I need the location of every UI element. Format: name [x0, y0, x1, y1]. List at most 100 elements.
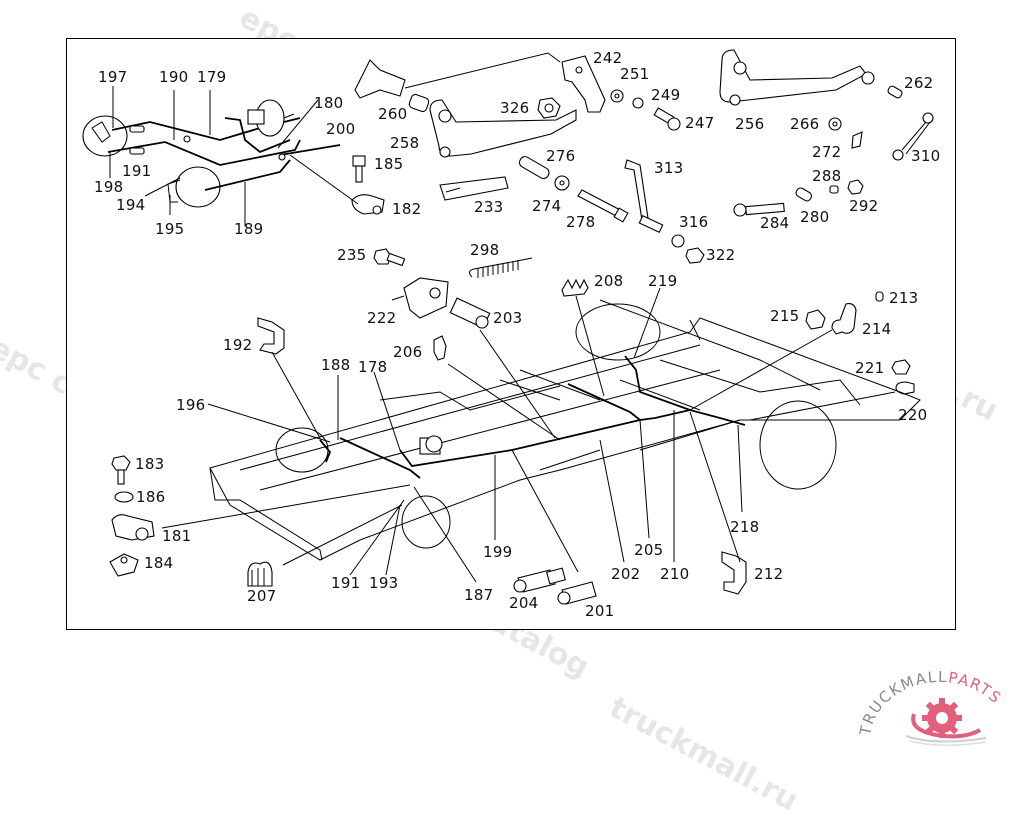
callout-205[interactable]: 205	[634, 541, 664, 559]
bolt-185	[352, 155, 366, 183]
callout-258[interactable]: 258	[390, 134, 420, 152]
callout-292[interactable]: 292	[849, 197, 879, 215]
bolt-284-pin-280-288-nut-292	[733, 179, 864, 217]
callout-207[interactable]: 207	[247, 587, 277, 605]
callout-266[interactable]: 266	[790, 115, 820, 133]
pin-276-washer-274-bolt-278	[518, 156, 629, 223]
callout-193[interactable]: 193	[369, 574, 399, 592]
bolt-235	[373, 248, 406, 267]
callout-187[interactable]: 187	[464, 586, 494, 604]
callout-262[interactable]: 262	[904, 74, 934, 92]
callout-276[interactable]: 276	[546, 147, 576, 165]
washers-251-249-247	[610, 89, 681, 131]
spring-298	[468, 257, 533, 278]
clip-207	[247, 561, 273, 587]
nut-184	[109, 553, 139, 577]
callout-316[interactable]: 316	[679, 213, 709, 231]
callout-196[interactable]: 196	[176, 396, 206, 414]
clip-208	[561, 278, 589, 297]
callout-191-bottom[interactable]: 191	[331, 574, 361, 592]
callout-313[interactable]: 313	[654, 159, 684, 177]
callout-278[interactable]: 278	[566, 213, 596, 231]
callout-210[interactable]: 210	[660, 565, 690, 583]
bracket-212	[721, 551, 747, 595]
callout-198[interactable]: 198	[94, 178, 124, 196]
leader-lines	[109, 86, 896, 583]
callout-185[interactable]: 185	[374, 155, 404, 173]
parts-drawing	[82, 49, 934, 605]
callout-180[interactable]: 180	[314, 94, 344, 112]
truckmallparts-logo: TRUCKMALLPARTS	[856, 668, 1005, 747]
callout-247[interactable]: 247	[685, 114, 715, 132]
callout-274[interactable]: 274	[532, 197, 562, 215]
link-310	[892, 112, 934, 161]
callout-288[interactable]: 288	[812, 167, 842, 185]
chassis-brake-lines	[319, 355, 746, 479]
pedal-bracket-260	[354, 52, 561, 113]
fittings-204-201	[513, 567, 597, 605]
callout-220[interactable]: 220	[898, 406, 928, 424]
callout-201[interactable]: 201	[585, 602, 615, 620]
callout-206[interactable]: 206	[393, 343, 423, 361]
callout-189[interactable]: 189	[234, 220, 264, 238]
callout-186[interactable]: 186	[136, 488, 166, 506]
callout-182[interactable]: 182	[392, 200, 422, 218]
rod-313	[624, 159, 705, 264]
brake-line-assembly-top-left	[82, 99, 341, 208]
callout-184[interactable]: 184	[144, 554, 174, 572]
callout-219[interactable]: 219	[648, 272, 678, 290]
callout-181[interactable]: 181	[162, 527, 192, 545]
callout-256[interactable]: 256	[735, 115, 765, 133]
chassis-frame	[209, 299, 921, 561]
fitting-203	[449, 297, 491, 329]
callout-208[interactable]: 208	[594, 272, 624, 290]
callout-197[interactable]: 197	[98, 68, 128, 86]
callout-298[interactable]: 298	[470, 241, 500, 259]
connector-181	[111, 514, 155, 541]
callout-214[interactable]: 214	[862, 320, 892, 338]
callout-233[interactable]: 233	[474, 198, 504, 216]
bracket-192	[257, 317, 285, 355]
callout-326[interactable]: 326	[500, 99, 530, 117]
bracket-242	[561, 55, 606, 113]
lever-256	[719, 49, 875, 106]
small-parts-262-266-272	[828, 85, 903, 149]
lever-258	[429, 99, 577, 158]
callout-280[interactable]: 280	[800, 208, 830, 226]
callout-242[interactable]: 242	[593, 49, 623, 67]
callout-179[interactable]: 179	[197, 68, 227, 86]
valve-222	[391, 277, 449, 319]
callout-215[interactable]: 215	[770, 307, 800, 325]
callout-249[interactable]: 249	[651, 86, 681, 104]
callout-194[interactable]: 194	[116, 196, 146, 214]
callout-222[interactable]: 222	[367, 309, 397, 327]
callout-221[interactable]: 221	[855, 359, 885, 377]
callout-310[interactable]: 310	[911, 147, 941, 165]
callout-218[interactable]: 218	[730, 518, 760, 536]
callout-272[interactable]: 272	[812, 143, 842, 161]
callout-284[interactable]: 284	[760, 214, 790, 232]
callout-191-top[interactable]: 191	[122, 162, 152, 180]
nut-326	[537, 97, 561, 119]
bolt-183-washer-186	[111, 455, 134, 503]
callout-322[interactable]: 322	[706, 246, 736, 264]
logo-text-pink: PARTS	[947, 668, 1005, 707]
callout-183[interactable]: 183	[135, 455, 165, 473]
callout-213[interactable]: 213	[889, 289, 919, 307]
callout-260[interactable]: 260	[378, 105, 408, 123]
callout-188[interactable]: 188	[321, 356, 351, 374]
callout-235[interactable]: 235	[337, 246, 367, 264]
callout-251[interactable]: 251	[620, 65, 650, 83]
callout-190[interactable]: 190	[159, 68, 189, 86]
parts-215-214-213-221-220	[805, 291, 915, 395]
callout-192[interactable]: 192	[223, 336, 253, 354]
clip-206	[433, 335, 447, 361]
callout-203[interactable]: 203	[493, 309, 523, 327]
callout-195[interactable]: 195	[155, 220, 185, 238]
callout-212[interactable]: 212	[754, 565, 784, 583]
callout-199[interactable]: 199	[483, 543, 513, 561]
callout-202[interactable]: 202	[611, 565, 641, 583]
callout-200[interactable]: 200	[326, 120, 356, 138]
callout-204[interactable]: 204	[509, 594, 539, 612]
callout-178[interactable]: 178	[358, 358, 388, 376]
